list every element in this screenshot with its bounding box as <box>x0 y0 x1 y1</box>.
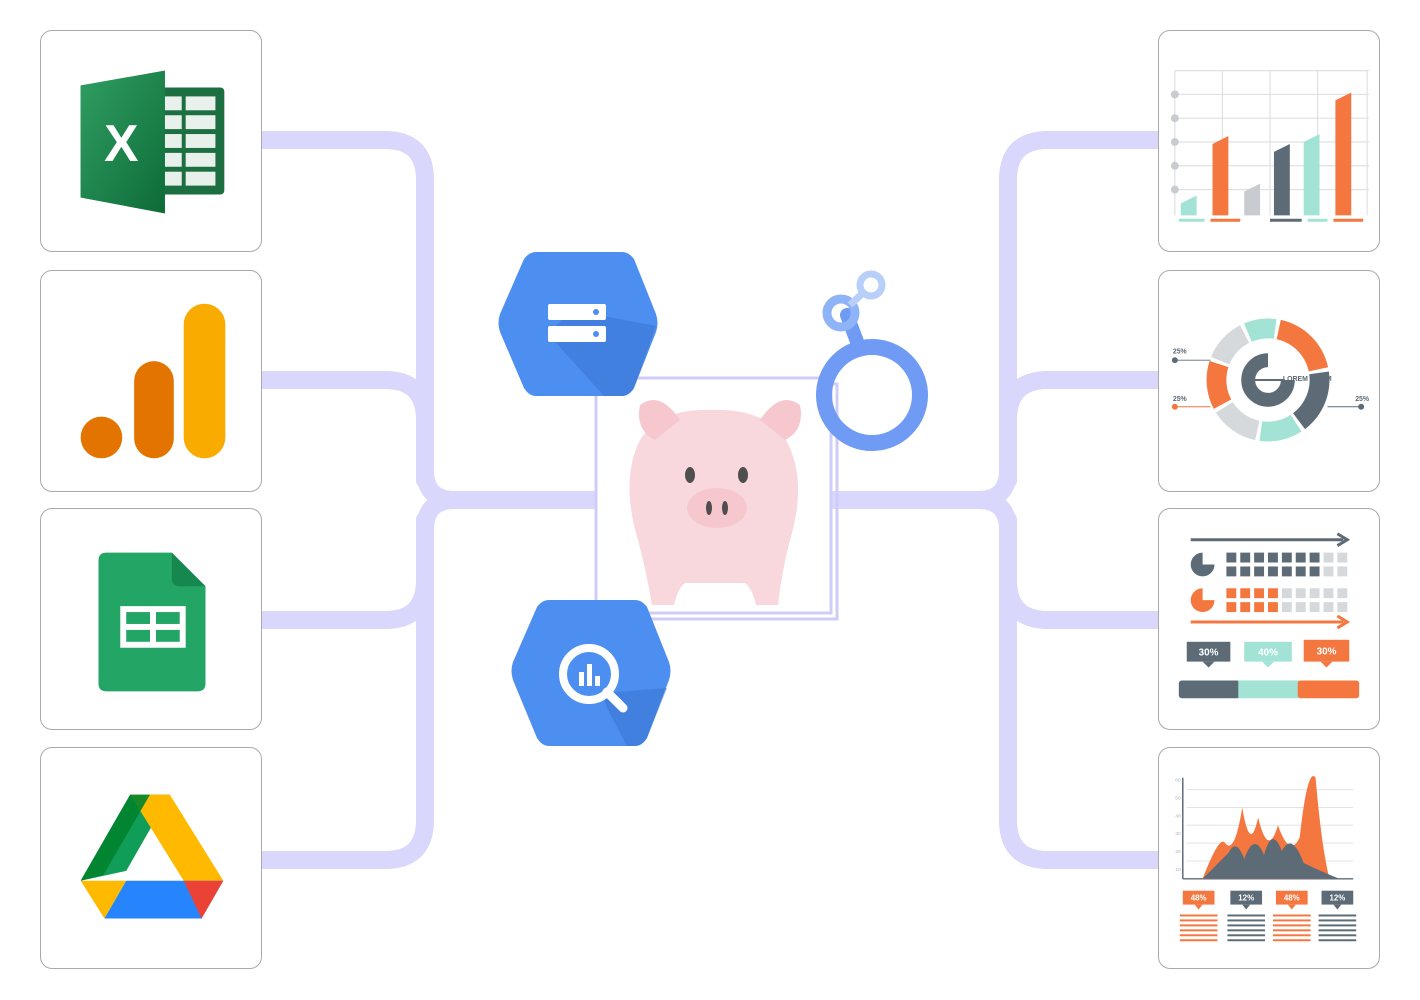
grid-cell <box>1337 602 1348 613</box>
bar-4 <box>1273 143 1290 216</box>
area-pct-4: 12% <box>1329 894 1345 903</box>
output-card-donut-chart[interactable]: LOREM IPSUM 25% 25% 25% <box>1158 270 1380 492</box>
grid-cell <box>1254 588 1265 599</box>
progress-pct-3: 30% <box>1317 647 1337 658</box>
progress-pct-1: 30% <box>1199 648 1219 659</box>
grid-cell <box>1281 602 1292 613</box>
progress-infographic-illustration: 30% 40% 30% <box>1178 532 1360 699</box>
grid-cell <box>1323 566 1334 577</box>
area-pct-1: 48% <box>1191 894 1207 903</box>
axis-tick-label: 10 <box>1175 867 1181 873</box>
grid-cell <box>1309 588 1320 599</box>
bar-6 <box>1335 92 1352 216</box>
donut-chart-illustration: LOREM IPSUM 25% 25% 25% <box>1171 318 1369 442</box>
bar-3 <box>1244 183 1261 216</box>
grid-cell <box>1323 602 1334 613</box>
area-badge-4 <box>1321 890 1354 905</box>
grid-cell <box>1240 552 1251 563</box>
looker-studio-icon <box>816 270 928 451</box>
donut-segment-7 <box>1244 318 1277 342</box>
progress-pct-2: 40% <box>1258 648 1278 659</box>
grid-cell <box>1226 566 1237 577</box>
grid-cell <box>1226 552 1237 563</box>
donut-caption: LOREM IPSUM <box>1283 376 1332 383</box>
google-analytics-icon <box>80 303 226 459</box>
area-badge-3 <box>1275 890 1308 905</box>
axis-tick-label: 20 <box>1175 849 1181 855</box>
donut-pct-top-left: 25% <box>1173 348 1187 355</box>
grid-cell <box>1268 566 1278 577</box>
bar-1 <box>1180 195 1197 216</box>
source-card-google-drive[interactable] <box>40 747 262 969</box>
grid-cell <box>1295 602 1306 613</box>
grid-cell <box>1295 566 1306 577</box>
piggy-bank-icon <box>629 400 801 605</box>
donut-segment-2 <box>1293 371 1330 430</box>
grid-cell <box>1268 552 1278 563</box>
grid-cell <box>1281 588 1292 599</box>
source-card-excel[interactable]: X <box>40 30 262 252</box>
bar-2 <box>1212 136 1229 216</box>
donut-segment-5 <box>1206 361 1232 409</box>
grid-cell <box>1323 552 1334 563</box>
area-badge-2 <box>1230 890 1263 905</box>
output-card-progress-infographic[interactable]: 30% 40% 30% <box>1158 508 1380 730</box>
bar-5 <box>1303 134 1320 216</box>
grid-cell <box>1240 588 1251 599</box>
area-badge-1 <box>1182 890 1215 905</box>
grid-cell <box>1268 588 1278 599</box>
axis-tick-label: 40 <box>1175 813 1181 819</box>
bigquery-icon <box>511 600 671 746</box>
google-drive-icon <box>80 794 224 919</box>
grid-cell <box>1309 566 1320 577</box>
grid-cell <box>1323 588 1334 599</box>
donut-segment-4 <box>1215 402 1260 441</box>
grid-cell <box>1281 552 1292 563</box>
grid-cell <box>1240 566 1251 577</box>
grid-cell <box>1337 588 1348 599</box>
google-sheets-icon <box>98 552 206 692</box>
donut-segment-6 <box>1211 325 1250 365</box>
grid-cell <box>1254 566 1265 577</box>
donut-pct-right: 25% <box>1355 396 1369 403</box>
output-card-bar-chart[interactable] <box>1158 30 1380 252</box>
donut-segment-3 <box>1259 414 1302 442</box>
grid-cell <box>1309 552 1320 563</box>
grid-cell <box>1240 602 1251 613</box>
grid-cell <box>1337 552 1348 563</box>
source-card-google-sheets[interactable] <box>40 508 262 730</box>
excel-icon: X <box>80 70 225 214</box>
axis-tick-label: 30 <box>1175 831 1181 837</box>
grid-cell <box>1309 602 1320 613</box>
grid-cell <box>1295 552 1306 563</box>
area-pct-2: 12% <box>1238 894 1254 903</box>
grid-cell <box>1295 588 1306 599</box>
area-chart-illustration: 60 50 40 30 20 10 48% 12% 48% 12% <box>1175 776 1357 942</box>
area-pct-3: 48% <box>1284 894 1300 903</box>
grid-cell <box>1226 588 1237 599</box>
grid-cell <box>1281 566 1292 577</box>
axis-tick-label: 50 <box>1175 796 1181 802</box>
output-card-area-chart[interactable]: 60 50 40 30 20 10 48% 12% 48% 12% <box>1158 747 1380 969</box>
grid-cell <box>1254 602 1265 613</box>
cloud-sql-icon <box>498 252 658 396</box>
grid-cell <box>1268 602 1278 613</box>
bar-chart-illustration <box>1170 70 1370 222</box>
axis-tick-label: 60 <box>1175 778 1181 784</box>
grid-cell <box>1337 566 1348 577</box>
grid-cell <box>1226 602 1237 613</box>
grid-cell <box>1254 552 1265 563</box>
donut-segment-1 <box>1276 319 1329 372</box>
donut-pct-left: 25% <box>1173 396 1187 403</box>
excel-glyph: X <box>104 114 138 172</box>
source-card-google-analytics[interactable] <box>40 270 262 492</box>
